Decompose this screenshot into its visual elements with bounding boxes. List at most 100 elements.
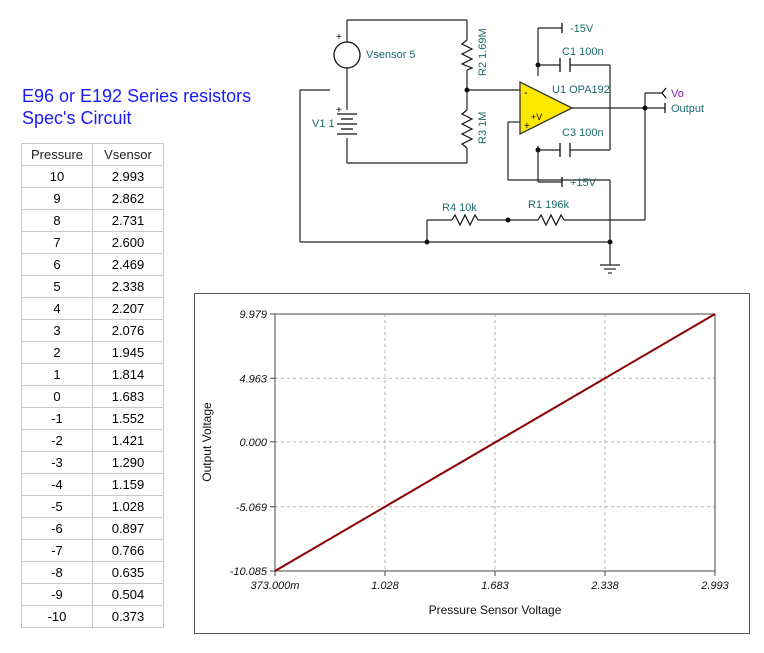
vsensor-cell: 0.897	[92, 517, 164, 540]
pressure-cell: -6	[21, 517, 93, 540]
x-tick-label: 2.338	[590, 580, 619, 592]
vsensor-cell: 2.600	[92, 231, 164, 254]
c3-label: C3 100n	[562, 127, 604, 139]
y-axis-label: Output Voltage	[200, 402, 214, 482]
vsensor-cell: 1.683	[92, 385, 164, 408]
r2-resistor	[460, 39, 474, 71]
junction-dot	[535, 147, 541, 153]
series-layer	[274, 313, 716, 572]
opamp-supply-label: +V	[531, 112, 542, 122]
vsensor-cell: 2.207	[92, 297, 164, 320]
x-tick-label: 373.000m	[251, 580, 300, 592]
x-axis-label: Pressure Sensor Voltage	[429, 603, 562, 617]
vsensor-plus-sign: +	[336, 32, 342, 43]
vsensor-cell: 2.076	[92, 319, 164, 342]
pressure-cell: -1	[21, 407, 93, 430]
pressure-cell: 2	[21, 341, 93, 364]
pressure-cell: 7	[21, 231, 93, 254]
pressure-cell: -2	[21, 429, 93, 452]
y-tick-label: 4.963	[239, 373, 267, 385]
pressure-cell: -10	[21, 605, 93, 628]
r2-label: R2 1.69M	[477, 28, 489, 76]
vsensor-label: Vsensor 5	[366, 49, 416, 61]
y-tick-label: 9.979	[239, 309, 267, 321]
pressure-cell: 4	[21, 297, 93, 320]
r4-resistor	[451, 213, 479, 227]
vsensor-cell: 1.421	[92, 429, 164, 452]
vsensor-cell: 2.469	[92, 253, 164, 276]
output-voltage-line	[274, 313, 716, 572]
pressure-cell: 9	[21, 187, 93, 210]
output-voltage-chart: 373.000m 1.028 1.683 2.338 2.993 -10.085 -5.06…	[200, 309, 730, 617]
vsensor-cell: 0.766	[92, 539, 164, 562]
neg-supply-label: -15V	[570, 23, 594, 35]
junction-dot	[642, 105, 648, 111]
pressure-cell: -8	[21, 561, 93, 584]
vsensor-cell: 2.993	[92, 165, 164, 188]
vo-terminal-icon	[661, 87, 667, 99]
vsensor-cell: 2.338	[92, 275, 164, 298]
chart-panel: 373.000m 1.028 1.683 2.338 2.993 -10.085 -5.06…	[194, 293, 750, 634]
v1-plus-sign: +	[336, 105, 342, 116]
y-tick-label: -10.085	[230, 566, 268, 578]
vsensor-cell: 2.731	[92, 209, 164, 232]
v1-label: V1 1	[312, 118, 335, 130]
circuit-schematic: + + - + +V Vsensor 5 V1 1 R2 1.69M R3 1M…	[299, 19, 704, 274]
r3-label: R3 1M	[477, 112, 489, 144]
header-vsensor: Vsensor	[92, 143, 164, 166]
vsensor-cell: 1.552	[92, 407, 164, 430]
r1-resistor	[537, 213, 565, 227]
vsensor-cell: 1.159	[92, 473, 164, 496]
junction-dot	[505, 217, 511, 223]
vsensor-cell: 2.862	[92, 187, 164, 210]
pressure-cell: -7	[21, 539, 93, 562]
y-tick-label: 0.000	[239, 437, 267, 449]
axis-ticks: 373.000m 1.028 1.683 2.338 2.993 -10.085 -5.06…	[230, 309, 730, 592]
vsensor-cell: 1.290	[92, 451, 164, 474]
x-tick-label: 1.683	[481, 580, 509, 592]
pressure-cell: 3	[21, 319, 93, 342]
pressure-cell: 1	[21, 363, 93, 386]
junction-dot	[607, 239, 613, 245]
opamp-icon	[519, 80, 574, 136]
y-tick-label: -5.069	[236, 502, 267, 514]
r1-label: R1 196k	[528, 199, 569, 211]
pressure-cell: 6	[21, 253, 93, 276]
vsensor-cell: 1.028	[92, 495, 164, 518]
junction-dot	[464, 87, 470, 93]
header-pressure: Pressure	[21, 143, 93, 166]
r3-resistor	[460, 109, 474, 149]
pressure-cell: 5	[21, 275, 93, 298]
vsensor-cell: 1.814	[92, 363, 164, 386]
u1-label: U1 OPA192	[552, 84, 610, 96]
vsensor-cell: 0.504	[92, 583, 164, 606]
vo-label: Vo	[671, 88, 684, 100]
x-tick-label: 1.028	[371, 580, 399, 592]
opamp-minus-sign: -	[524, 87, 528, 99]
r4-label: R4 10k	[442, 202, 477, 214]
pressure-cell: -5	[21, 495, 93, 518]
pos-supply-label: +15V	[570, 177, 597, 189]
junction-dot	[535, 62, 541, 68]
c1-label: C1 100n	[562, 46, 604, 58]
x-tick-label: 2.993	[700, 580, 729, 592]
heading-line1: E96 or E192 Series resistors	[22, 86, 252, 106]
pressure-cell: -4	[21, 473, 93, 496]
vsensor-cell: 0.635	[92, 561, 164, 584]
